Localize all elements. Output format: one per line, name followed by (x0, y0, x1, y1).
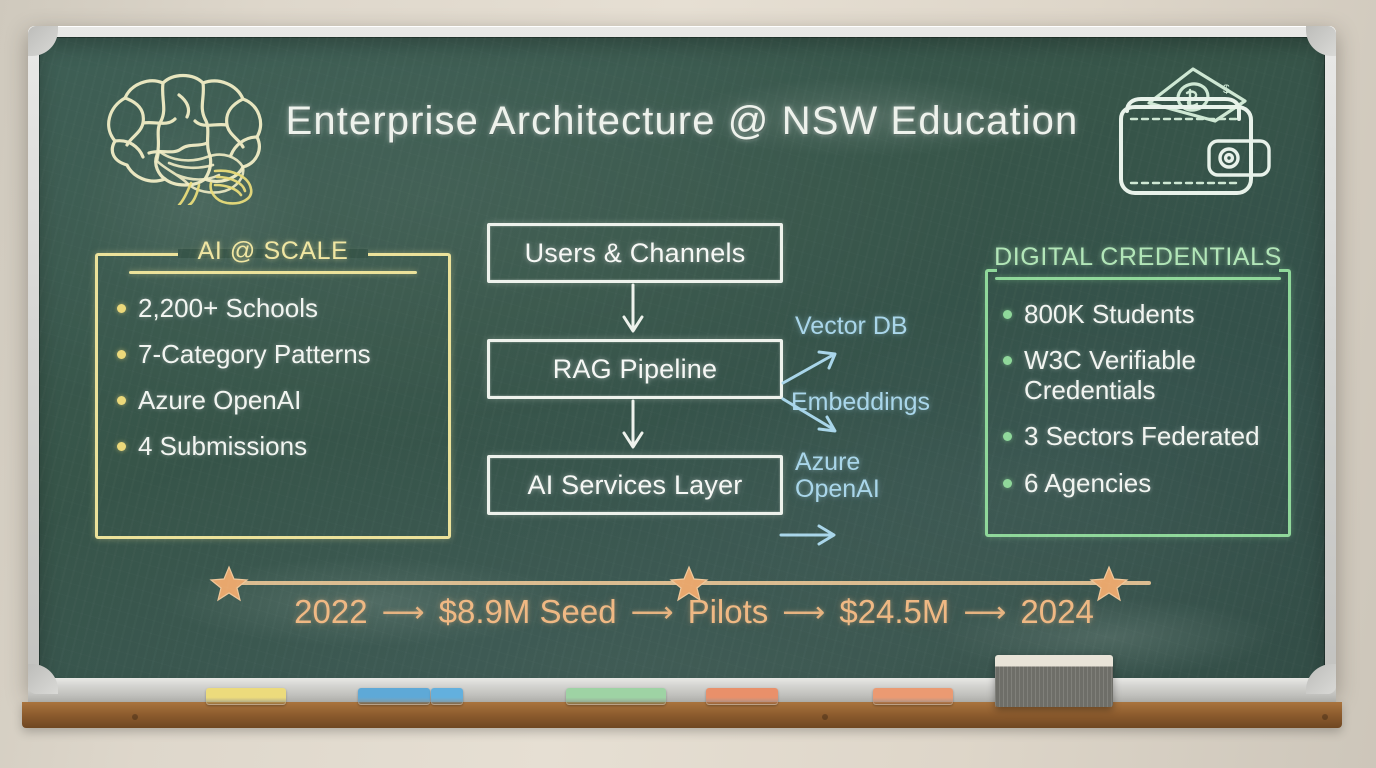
bullet-dot-icon (1003, 356, 1012, 366)
list-item-label: Azure OpenAI (138, 385, 302, 416)
blue-chalk-long[interactable] (358, 688, 430, 705)
timeline-arrow-icon: ⟶ (381, 595, 425, 629)
list-item: W3C Verifiable Credentials (999, 345, 1281, 405)
panel-ai-at-scale: AI @ SCALE 2,200+ Schools 7-Category Pat… (95, 237, 451, 539)
bullet-dot-icon (1003, 478, 1012, 488)
flow-node-ai-services-layer: AI Services Layer (487, 455, 783, 515)
green-chalk[interactable] (566, 688, 666, 705)
panel-title-digital-credentials: DIGITAL CREDENTIALS (994, 243, 1282, 271)
list-item-label: 7-Category Patterns (138, 339, 371, 370)
wallet-with-banknote-icon: $ (1119, 67, 1271, 195)
flow-node-label: AI Services Layer (527, 469, 743, 500)
chalk-tray-wooden-lip (22, 702, 1342, 728)
flow-arrow-1 (485, 283, 785, 339)
page-title: Enterprise Architecture @ NSW Education (285, 99, 1079, 143)
side-label-vector-db: Vector DB (795, 312, 908, 340)
side-label-embeddings: Embeddings (791, 388, 930, 416)
yellow-chalk[interactable] (206, 688, 286, 705)
flow-node-label: Users & Channels (524, 237, 746, 268)
panel-list-right: 800K Students W3C Verifiable Credentials… (999, 299, 1281, 514)
panel-list-left: 2,200+ Schools 7-Category Patterns Azure… (113, 293, 441, 478)
bullet-dot-icon (117, 304, 126, 313)
branch-arrows (781, 350, 837, 433)
chalkboard-surface: $ Enterprise Architecture @ NSW Educatio… (39, 37, 1325, 683)
timeline-step-label: 2024 (1020, 593, 1094, 630)
chalkboard-frame: $ Enterprise Architecture @ NSW Educatio… (28, 26, 1336, 694)
panel-underline-left (129, 271, 417, 274)
orange-chalk-1[interactable] (706, 688, 778, 705)
panel-digital-credentials: DIGITAL CREDENTIALS 800K Students W3C Ve… (985, 243, 1291, 537)
side-label-azure-openai: Azure OpenAI (795, 449, 880, 503)
list-item: 3 Sectors Federated (999, 421, 1281, 451)
timeline-arrow-icon: ⟶ (782, 595, 826, 629)
timeline-axis (209, 565, 1151, 602)
orange-chalk-2[interactable] (873, 688, 953, 705)
branch-arrow-azure (779, 524, 836, 546)
side-label-azure-line2: OpenAI (795, 475, 880, 503)
list-item: 800K Students (999, 299, 1281, 329)
side-label-azure-line1: Azure (795, 448, 861, 476)
list-item-label: 4 Submissions (138, 431, 308, 462)
timeline-step-label: Pilots (687, 593, 769, 630)
bullet-dot-icon (1003, 310, 1012, 319)
felt-eraser[interactable] (995, 655, 1113, 707)
panel-title-ai-at-scale: AI @ SCALE (197, 237, 349, 265)
timeline-step-label: $8.9M Seed (438, 593, 617, 630)
list-item: 6 Agencies (999, 468, 1281, 498)
list-item-label: W3C Verifiable Credentials (1024, 345, 1196, 406)
timeline-steps: 2022 ⟶ $8.9M Seed ⟶ Pilots ⟶ $24.5M ⟶ 20… (189, 593, 1199, 631)
timeline-step-label: $24.5M (839, 593, 950, 630)
timeline-arrow-icon: ⟶ (630, 595, 674, 629)
brain-sketch-icon (107, 73, 263, 205)
list-item: 2,200+ Schools (113, 293, 441, 323)
bullet-dot-icon (117, 396, 126, 406)
flow-node-users-channels: Users & Channels (487, 223, 783, 283)
list-item-label: 800K Students (1024, 299, 1195, 329)
panel-underline-right (995, 277, 1281, 280)
bullet-dot-icon (1003, 432, 1012, 442)
list-item: 7-Category Patterns (113, 339, 441, 369)
flow-node-rag-pipeline: RAG Pipeline (487, 339, 783, 399)
blue-chalk-short[interactable] (431, 688, 463, 705)
list-item-label: 2,200+ Schools (138, 293, 318, 323)
timeline-step-label: 2022 (294, 593, 368, 630)
list-item-label: 6 Agencies (1024, 467, 1152, 498)
flow-arrow-2 (485, 399, 785, 455)
bullet-dot-icon (117, 442, 126, 452)
list-item-label: 3 Sectors Federated (1024, 421, 1260, 452)
list-item: Azure OpenAI (113, 385, 441, 415)
bullet-dot-icon (117, 350, 126, 360)
list-item: 4 Submissions (113, 431, 441, 461)
timeline-arrow-icon: ⟶ (963, 595, 1007, 629)
architecture-flow-diagram: Users & Channels RAG Pipeline (485, 223, 837, 546)
svg-text:$: $ (1223, 82, 1230, 96)
flow-node-label: RAG Pipeline (552, 353, 718, 384)
